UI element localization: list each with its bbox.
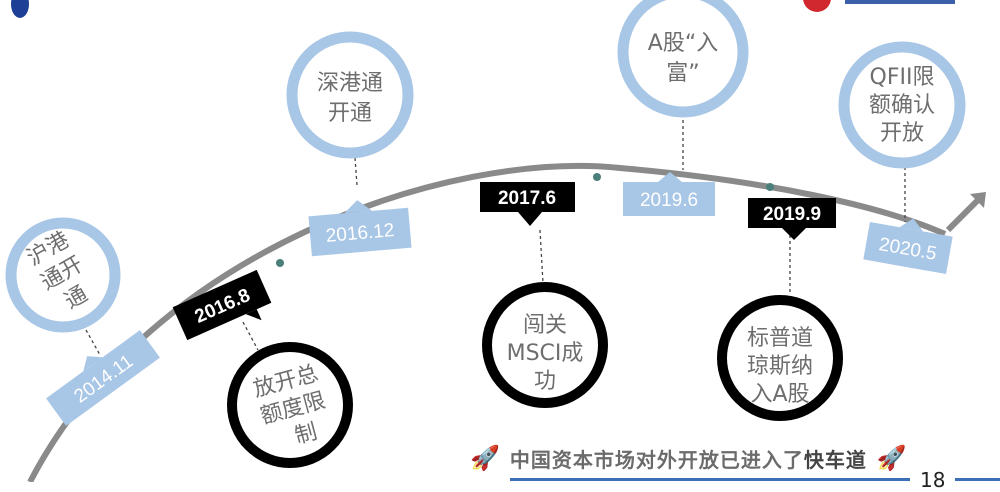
banner-text-main: 中国资本市场对外开放已进入了: [509, 447, 804, 472]
event-text: QFII限: [870, 65, 935, 90]
connectors: [85, 120, 906, 356]
event-2017-6: 2017.6 闯关 MSCI成 功: [480, 182, 608, 408]
event-text: 富”: [666, 61, 699, 86]
arrow-head-icon: [970, 192, 986, 208]
event-circle: [838, 41, 966, 169]
page-number: 18: [920, 468, 946, 492]
event-circle: [717, 295, 843, 421]
event-text: 深港通: [317, 71, 383, 96]
event-text: 入A股: [750, 382, 809, 407]
timeline-dot: [593, 173, 601, 181]
event-2016-8: 2016.8 放开总 额度限 制: [172, 269, 353, 468]
event-circle: [286, 31, 414, 159]
event-text: A股“入: [648, 31, 718, 56]
event-2020-5: QFII限 额确认 开放 2020.5: [838, 41, 966, 275]
event-2019-9: 2019.9 标普道 琼斯纳 入A股: [717, 198, 843, 421]
banner-text: 中国资本市场对外开放已进入了快车道: [510, 444, 867, 473]
event-circle: [227, 342, 353, 468]
brand-logo-right: [803, 0, 831, 12]
bottom-rule: [510, 478, 910, 481]
date-label: [308, 207, 412, 257]
rocket-icon: 🚀: [470, 444, 500, 472]
event-text: 闯关: [523, 313, 567, 338]
timeline-diagram: 沪港 通开 通 2014.11 2016.8 放开总 额度限 制 深港通 开通: [5, 0, 986, 482]
date-text: 2017.6: [498, 188, 556, 209]
event-text: 功: [534, 369, 556, 394]
event-2019-6: A股“入 富” 2019.6: [617, 0, 749, 216]
date-label: [623, 182, 715, 216]
banner-emphasis: 快车道: [803, 447, 867, 472]
banner: 🚀 中国资本市场对外开放已进入了快车道 🚀: [470, 440, 960, 476]
date-label: [480, 182, 575, 212]
event-text: 标普道: [747, 326, 813, 351]
event-text: 琼斯纳: [747, 354, 813, 379]
event-text: 开放: [880, 121, 924, 146]
timeline-arrow: [945, 193, 985, 233]
brand-logo-left: [11, 0, 29, 18]
timeline-dot: [276, 259, 284, 267]
event-text: MSCI成: [507, 341, 584, 366]
event-text: 开通: [328, 101, 372, 126]
timeline-arc: [27, 162, 947, 482]
date-text: 2019.6: [640, 190, 698, 211]
date-label: [863, 221, 953, 275]
timeline-dot: [766, 183, 774, 191]
date-label: [46, 330, 160, 426]
event-text: 额确认: [869, 93, 935, 118]
event-circle: [617, 0, 749, 118]
event-2016-12: 深港通 开通 2016.12: [286, 31, 414, 257]
bottom-rule: [955, 478, 1000, 481]
event-circle: [5, 217, 121, 333]
event-2014-11: 沪港 通开 通 2014.11: [5, 217, 160, 426]
brand-name: [845, 0, 955, 4]
date-text: 2019.9: [763, 204, 821, 225]
event-circle: [482, 282, 608, 408]
date-label: [172, 269, 272, 341]
rocket-icon: 🚀: [876, 444, 907, 472]
date-label: [748, 198, 836, 228]
